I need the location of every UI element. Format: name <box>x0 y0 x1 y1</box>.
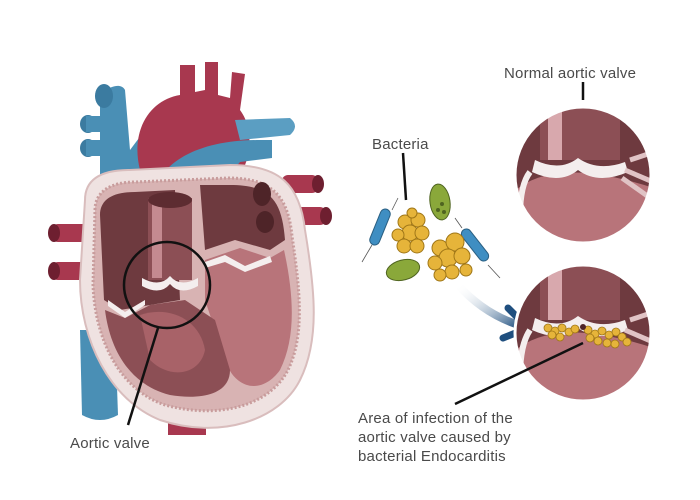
normal-aortic-valve-label: Normal aortic valve <box>504 65 637 82</box>
infection-label-line-1: Area of infection of the <box>358 410 513 427</box>
bacteria-label: Bacteria <box>372 136 429 153</box>
infection-label-line-3: bacterial Endocarditis <box>358 448 506 465</box>
infection-pointer-line <box>454 341 584 406</box>
infected-valve-detail <box>515 265 651 401</box>
aortic-valve-pointer-line <box>126 327 160 426</box>
aortic-valve-highlight-circle <box>122 240 212 330</box>
infection-area-label: Area of infection of the aortic valve ca… <box>358 409 513 466</box>
aortic-valve-label: Aortic valve <box>70 435 150 452</box>
infection-label-line-2: aortic valve caused by <box>358 429 511 446</box>
normal-valve-detail <box>515 107 651 243</box>
heart-illustration <box>48 62 332 435</box>
infection-arrow <box>454 281 526 330</box>
bacteria-cluster <box>361 152 501 282</box>
